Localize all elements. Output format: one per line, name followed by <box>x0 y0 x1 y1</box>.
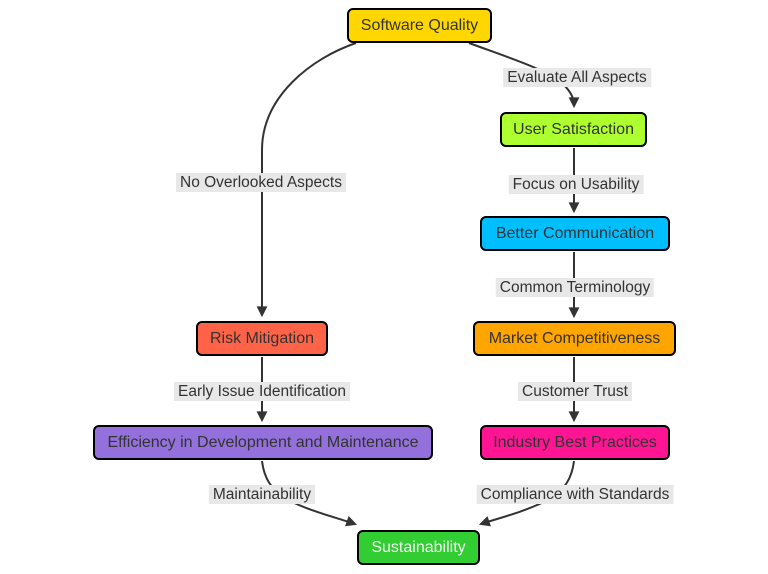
node-software-quality: Software Quality <box>347 8 492 43</box>
node-user-satisfaction: User Satisfaction <box>500 112 647 147</box>
edge-label-customer-trust: Customer Trust <box>518 382 632 401</box>
edge-label-common-terminology: Common Terminology <box>495 278 655 297</box>
edge-label-early-issue-identification: Early Issue Identification <box>173 382 351 401</box>
node-efficiency-in-development-and-maintenance: Efficiency in Development and Maintenanc… <box>93 425 433 460</box>
edge-label-no-overlooked-aspects: No Overlooked Aspects <box>176 173 346 192</box>
edge-label-compliance-with-standards: Compliance with Standards <box>476 485 674 504</box>
edge-label-evaluate-all-aspects: Evaluate All Aspects <box>503 68 651 87</box>
node-sustainability: Sustainability <box>357 530 480 565</box>
node-risk-mitigation: Risk Mitigation <box>196 321 328 356</box>
edge-label-focus-on-usability: Focus on Usability <box>508 175 644 194</box>
node-industry-best-practices: Industry Best Practices <box>480 425 670 460</box>
edge-label-maintainability: Maintainability <box>208 485 316 504</box>
node-better-communication: Better Communication <box>480 216 670 251</box>
node-market-competitiveness: Market Competitiveness <box>473 321 676 356</box>
edge-software-quality-to-risk-mitigation <box>256 42 357 318</box>
